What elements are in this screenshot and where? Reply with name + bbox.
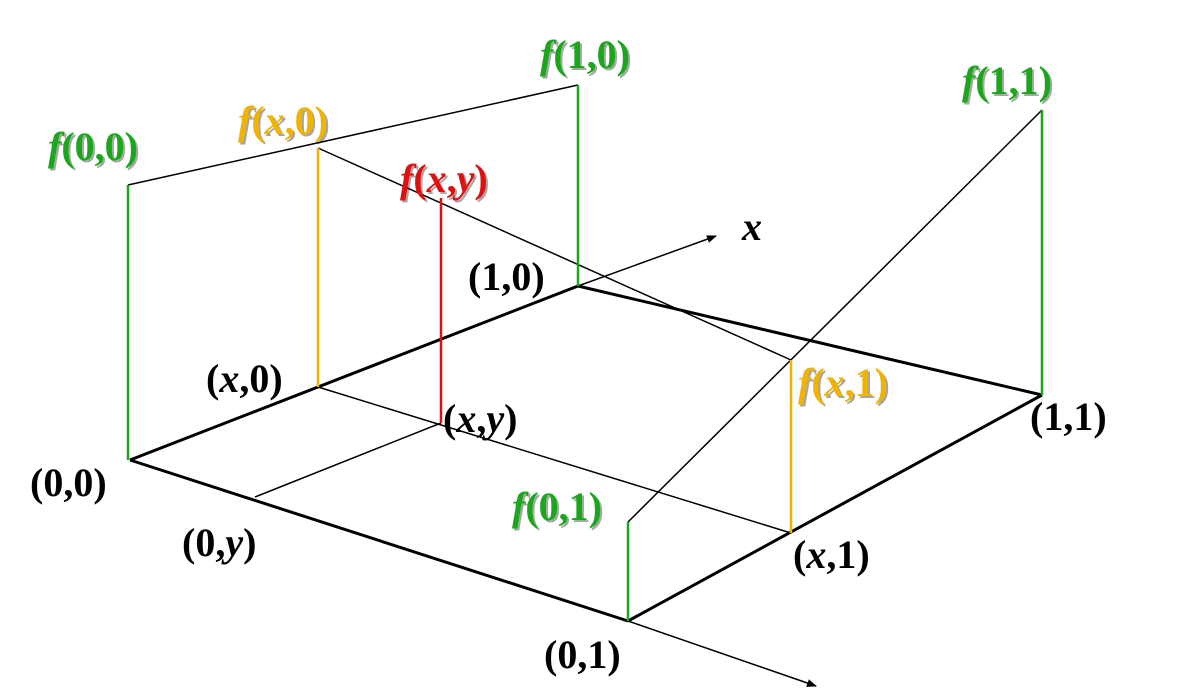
label-p0y: (0,y) xyxy=(182,520,256,565)
label-f11: f(1,1) xyxy=(962,58,1052,103)
label-p01: (0,1) xyxy=(544,632,621,677)
label-fx0: f(x,0) xyxy=(238,98,328,143)
label-fxy: f(x,y) xyxy=(400,156,488,201)
label-f00: f(0,0) xyxy=(48,124,138,169)
base-edge-bottom xyxy=(627,393,1043,623)
label-p00: (0,0) xyxy=(30,460,107,505)
label-p11: (1,1) xyxy=(1030,394,1107,439)
y-axis-arrow xyxy=(627,620,817,687)
label-px0: (x,0) xyxy=(206,356,283,401)
top-line-f00-f10 xyxy=(127,84,579,186)
base-edge-top xyxy=(129,284,579,462)
label-p10: (1,0) xyxy=(468,254,545,299)
base-line-0y-to-xy xyxy=(254,422,442,498)
label-f01: f(0,1) xyxy=(512,484,602,529)
x-axis-label: x xyxy=(741,204,762,249)
base-edge-left xyxy=(129,458,629,623)
label-pxy: (x,y) xyxy=(443,396,517,441)
base-line-x0-to-x1 xyxy=(317,386,792,534)
top-line-f01-f11 xyxy=(627,109,1043,523)
x-axis-arrow xyxy=(577,235,717,287)
label-px1: (x,1) xyxy=(793,532,870,577)
top-line-fx0-fx1 xyxy=(317,147,792,361)
label-fx1: f(x,1) xyxy=(798,360,888,405)
label-f10: f(1,0) xyxy=(540,32,630,77)
